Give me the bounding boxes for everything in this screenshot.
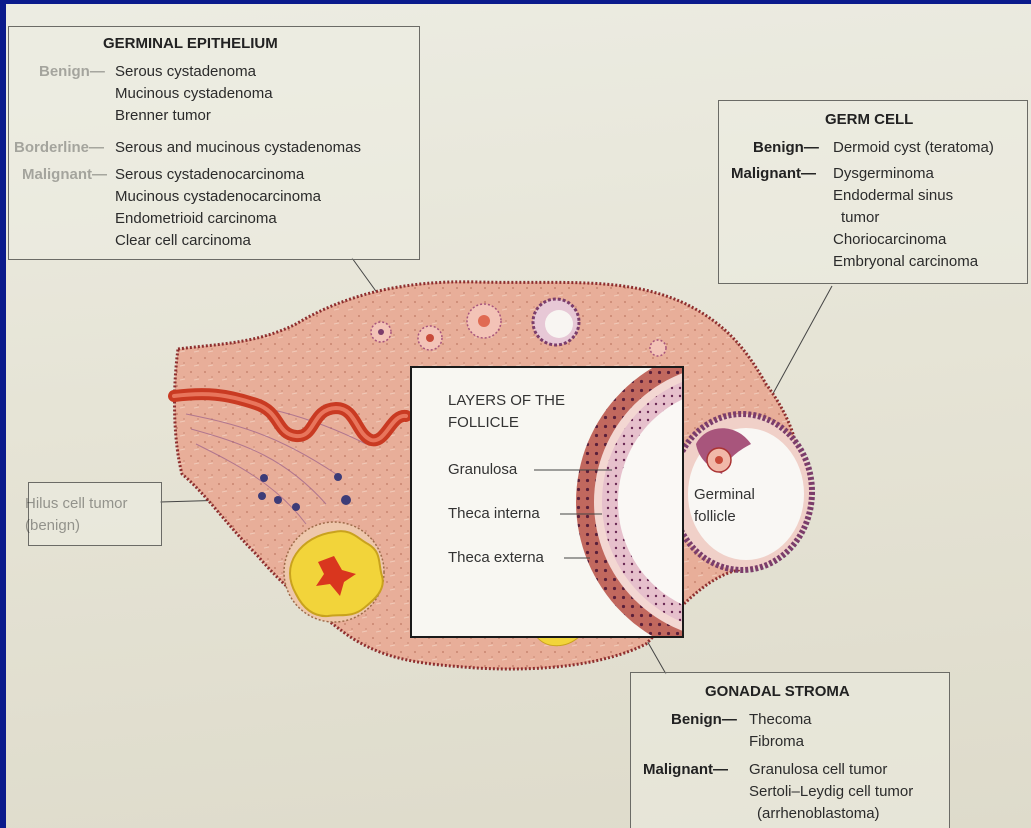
germ-cell-malignant-label: Malignant— (731, 165, 816, 182)
germinal-malignant-item-4: Clear cell carcinoma (115, 232, 251, 249)
gonadal-benign-item-2: Fibroma (749, 733, 804, 750)
gonadal-malignant-label: Malignant— (643, 761, 728, 778)
germinal-malignant-label: Malignant— (22, 166, 107, 183)
germinal-epithelium-title: GERMINAL EPITHELIUM (103, 35, 278, 52)
germinal-benign-item-2: Mucinous cystadenoma (115, 85, 273, 102)
germinal-malignant-item-1: Serous cystadenocarcinoma (115, 166, 304, 183)
follicle-title-line-1: LAYERS OF THE (448, 392, 565, 409)
gonadal-stroma-title: GONADAL STROMA (705, 683, 850, 700)
germinal-benign-item-1: Serous cystadenoma (115, 63, 256, 80)
germ-cell-benign-item-1: Dermoid cyst (teratoma) (833, 139, 994, 156)
gonadal-malignant-item-2: Sertoli–Leydig cell tumor (749, 783, 913, 800)
germ-cell-malignant-item-5: Embryonal carcinoma (833, 253, 978, 270)
germinal-epithelium-box: GERMINAL EPITHELIUM Benign— Serous cysta… (8, 26, 420, 260)
germinal-benign-label: Benign— (39, 63, 105, 80)
hilus-line-1: Hilus cell tumor (25, 495, 128, 512)
corpus-luteum (284, 522, 384, 622)
germinal-borderline-label: Borderline— (14, 139, 104, 156)
germinal-borderline-item-1: Serous and mucinous cystadenomas (115, 139, 361, 156)
germ-cell-malignant-item-2: Endodermal sinus (833, 187, 953, 204)
germ-cell-box: GERM CELL Benign— Dermoid cyst (teratoma… (718, 100, 1028, 284)
follicle-layers-inset: LAYERS OF THE FOLLICLE Granulosa Theca i… (410, 366, 684, 638)
gonadal-malignant-item-3: (arrhenoblastoma) (757, 805, 880, 822)
gonadal-benign-label: Benign— (671, 711, 737, 728)
leader-line-germinal-epithelium (352, 258, 378, 294)
granulosa-label: Granulosa (448, 461, 517, 478)
germ-cell-malignant-item-3: tumor (841, 209, 879, 226)
hilus-box: Hilus cell tumor (benign) (28, 482, 162, 546)
germ-cell-malignant-item-4: Choriocarcinoma (833, 231, 946, 248)
germ-cell-benign-label: Benign— (753, 139, 819, 156)
germinal-benign-item-3: Brenner tumor (115, 107, 211, 124)
germinal-follicle-label-1: Germinal (694, 486, 755, 503)
theca-externa-label: Theca externa (448, 549, 544, 566)
germinal-malignant-item-3: Endometrioid carcinoma (115, 210, 277, 227)
follicle-title-line-2: FOLLICLE (448, 414, 519, 431)
gonadal-malignant-item-1: Granulosa cell tumor (749, 761, 887, 778)
gonadal-stroma-box: GONADAL STROMA Benign— Thecoma Fibroma M… (630, 672, 950, 828)
theca-interna-label: Theca interna (448, 505, 540, 522)
germinal-follicle-label-2: follicle (694, 508, 736, 525)
slide-background: GERMINAL EPITHELIUM Benign— Serous cysta… (6, 4, 1031, 828)
germ-cell-malignant-item-1: Dysgerminoma (833, 165, 934, 182)
germ-cell-title: GERM CELL (825, 111, 913, 128)
hilus-line-2: (benign) (25, 517, 80, 534)
germinal-malignant-item-2: Mucinous cystadenocarcinoma (115, 188, 321, 205)
gonadal-benign-item-1: Thecoma (749, 711, 812, 728)
